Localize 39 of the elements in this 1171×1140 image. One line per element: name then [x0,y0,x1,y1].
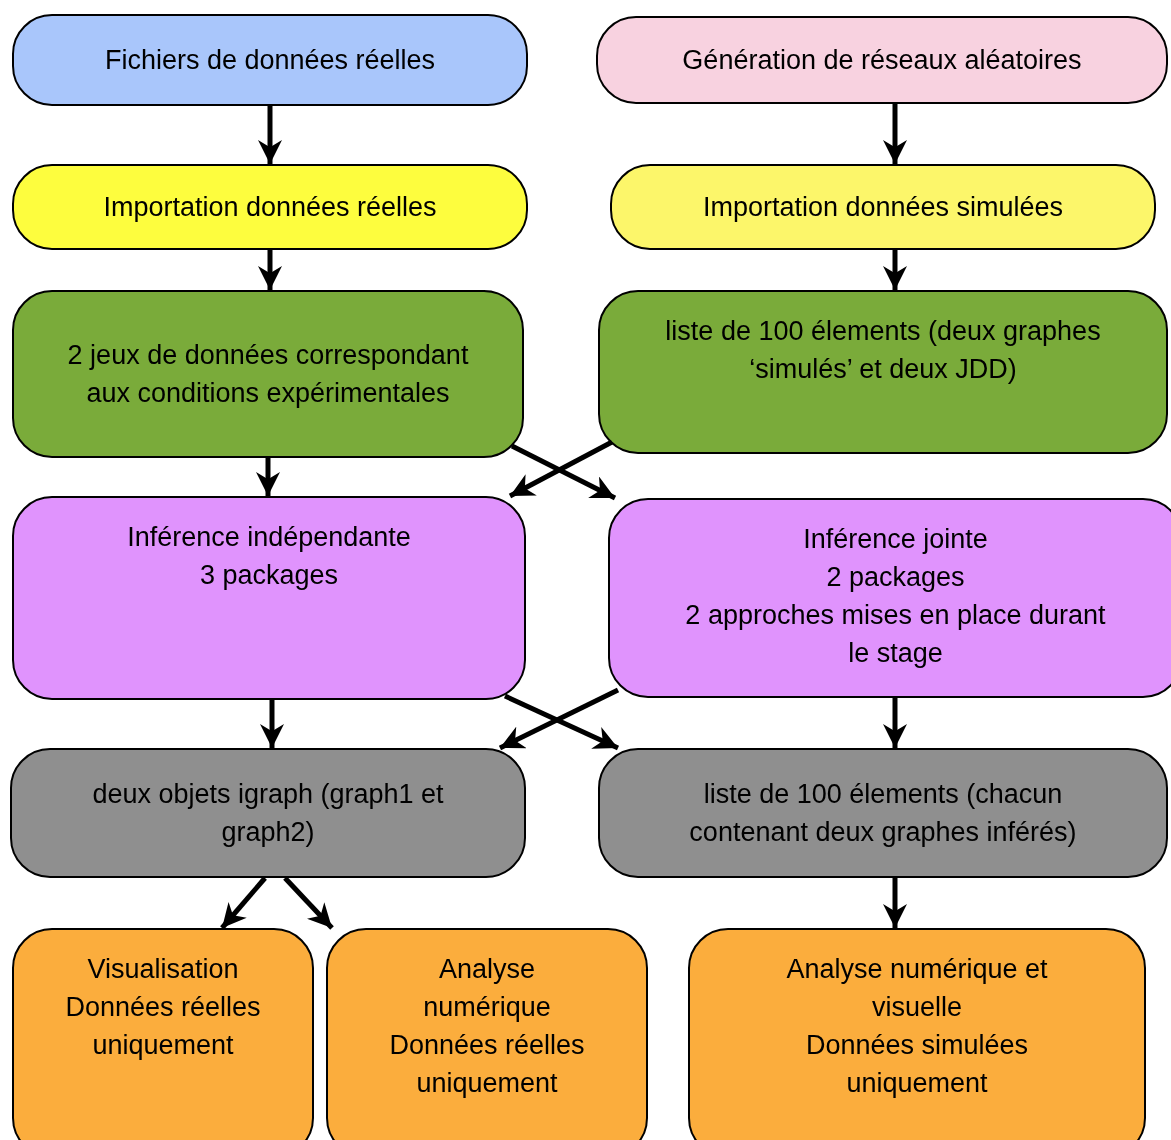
arrow [883,250,907,290]
box-text: Importation données simulées [702,191,1064,224]
process-box [326,928,648,1140]
arrow [883,698,907,748]
arrow [258,106,282,164]
process-box [12,290,524,458]
process-box [12,928,314,1140]
box-text: Analyse numérique et visuelle [785,953,1049,1024]
box-text: Visualisation [87,953,239,986]
box-text: Inférence indépendante [127,521,411,554]
box-text: liste de 100 élements (chacun contenant deux graphes inférés) [688,778,1078,849]
box-text: liste de 100 élements (deux graphes ‘simulés’ et deux JDD) [664,315,1102,386]
arrow [883,104,907,164]
box-text: deux objets igraph (graph1 et graph2) [91,778,445,849]
box-text: Données réelles uniquement [388,1029,586,1100]
box-text: 2 packages [826,561,965,594]
box-text: Analyse numérique [422,953,552,1024]
arrow [220,876,267,930]
process-box [688,928,1146,1140]
box-text: Données réelles uniquement [64,991,262,1062]
box-text: Fichiers de données réelles [104,44,436,77]
process-box [10,748,526,878]
box-text: Inférence jointe [803,523,988,556]
box-text: Génération de réseaux aléatoires [682,44,1082,77]
process-box [608,498,1171,698]
box-text: 2 jeux de données correspondant aux conditions expérimentales [66,339,470,410]
box-text: 2 approches mises en place durant le stage [684,599,1107,670]
process-box [598,748,1168,878]
arrow [283,876,334,930]
arrow [260,700,284,748]
arrow [883,878,907,928]
process-box [598,290,1168,454]
box-text: Données simulées uniquement [804,1029,1030,1100]
process-box [12,14,528,106]
arrow [258,250,282,290]
box-text: 3 packages [199,559,339,592]
arrow [256,458,280,496]
box-text: Importation données réelles [103,191,437,224]
process-box [12,496,526,700]
